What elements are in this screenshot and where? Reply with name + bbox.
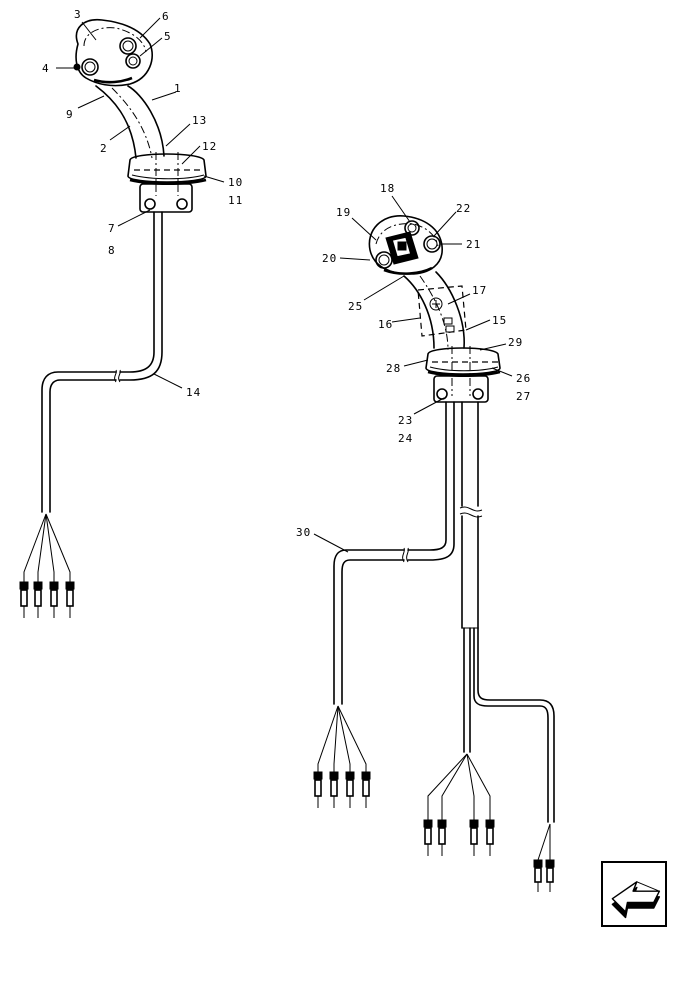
label-part-3: 3	[74, 8, 82, 21]
left-connector-pins	[19, 581, 75, 618]
label-part-2: 2	[100, 142, 108, 155]
label-part-18: 18	[380, 182, 395, 195]
leader-lines	[56, 17, 513, 553]
right-small-connector-pins	[533, 859, 555, 892]
label-part-20: 20	[322, 252, 337, 265]
label-part-10: 10	[228, 176, 243, 189]
label-part-15: 15	[492, 314, 507, 327]
label-part-13: 13	[192, 114, 207, 127]
label-part-4: 4	[42, 62, 50, 75]
part-labels: 1 2 3 4 5 6 7 8 9 10 11 12 13 14 15 16 1…	[42, 8, 531, 539]
label-part-27: 27	[516, 390, 531, 403]
label-part-19: 19	[336, 206, 351, 219]
arrow-left-down-icon	[611, 881, 661, 919]
label-part-24: 24	[398, 432, 413, 445]
label-part-30: 30	[296, 526, 311, 539]
previous-page-button[interactable]	[601, 861, 667, 927]
label-part-5: 5	[164, 30, 172, 43]
label-part-11: 11	[228, 194, 243, 207]
label-part-12: 12	[202, 140, 217, 153]
right-bottom-connector-pins	[423, 819, 495, 856]
label-part-14: 14	[186, 386, 201, 399]
label-part-8: 8	[108, 244, 116, 257]
label-part-23: 23	[398, 414, 413, 427]
left-joystick-assembly	[19, 19, 207, 618]
label-part-26: 26	[516, 372, 531, 385]
label-part-16: 16	[378, 318, 393, 331]
label-part-22: 22	[456, 202, 471, 215]
label-part-17: 17	[472, 284, 487, 297]
label-part-21: 21	[466, 238, 481, 251]
label-part-7: 7	[108, 222, 116, 235]
label-part-28: 28	[386, 362, 401, 375]
right-left-connector-pins	[313, 771, 371, 808]
label-part-1: 1	[174, 82, 182, 95]
label-part-6: 6	[162, 10, 170, 23]
label-part-9: 9	[66, 108, 74, 121]
label-part-25: 25	[348, 300, 363, 313]
label-part-29: 29	[508, 336, 523, 349]
right-joystick-assembly	[313, 215, 555, 892]
